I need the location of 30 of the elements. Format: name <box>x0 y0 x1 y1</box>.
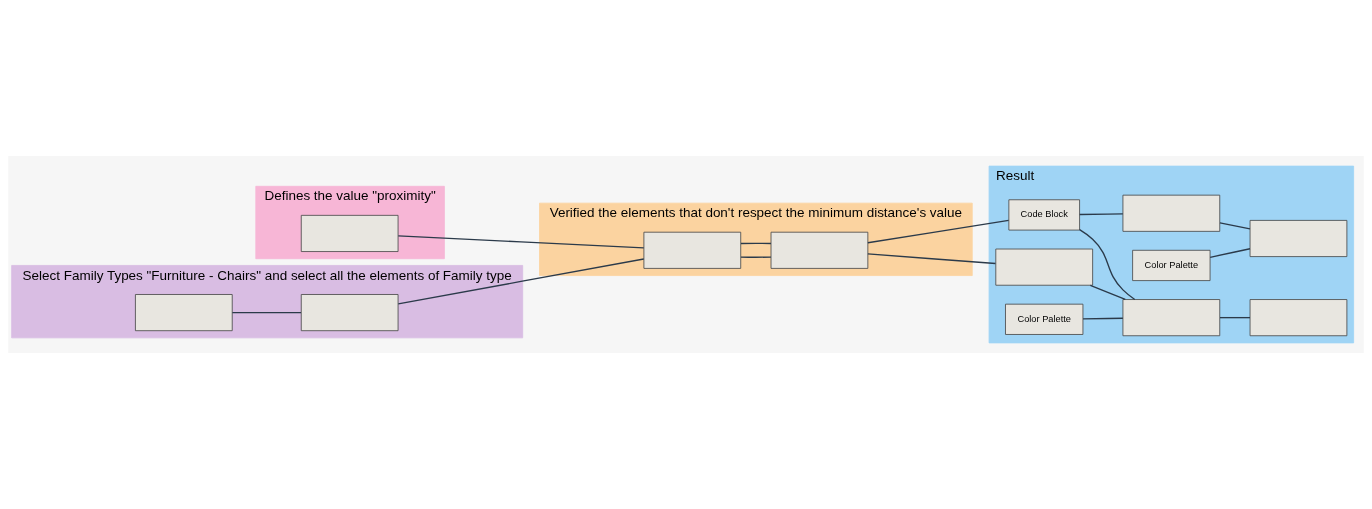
connector <box>397 258 645 305</box>
connector <box>867 253 997 265</box>
connector <box>867 219 1010 244</box>
connector <box>1079 213 1124 216</box>
connector <box>1219 222 1251 230</box>
node-box <box>135 294 233 332</box>
connector <box>1089 284 1126 301</box>
connector <box>740 256 772 258</box>
node-box <box>1122 194 1221 232</box>
connector <box>397 235 645 249</box>
node-box <box>995 248 1094 286</box>
connector <box>1219 316 1251 319</box>
node-box: Color Palette <box>1132 249 1211 282</box>
node-box <box>1122 299 1221 337</box>
node-box <box>770 231 869 269</box>
node-box: Color Palette <box>1005 303 1084 335</box>
connector <box>1209 248 1251 258</box>
cluster: Verified the elements that don't respect the minimum distance's value <box>539 202 973 276</box>
node-box <box>643 231 742 269</box>
cluster: Select Family Types "Furniture - Chairs" and select all the elements of Family type <box>11 265 524 339</box>
connector <box>740 242 772 245</box>
connector <box>1082 317 1124 320</box>
node-box <box>300 214 399 252</box>
node-box: Code Block <box>1008 199 1080 231</box>
node-box <box>1249 220 1348 258</box>
connector <box>1078 229 1136 301</box>
connector <box>231 311 302 314</box>
node-box <box>1249 299 1348 337</box>
cluster: Defines the value "proximity" <box>255 185 445 260</box>
node-box <box>300 294 399 332</box>
